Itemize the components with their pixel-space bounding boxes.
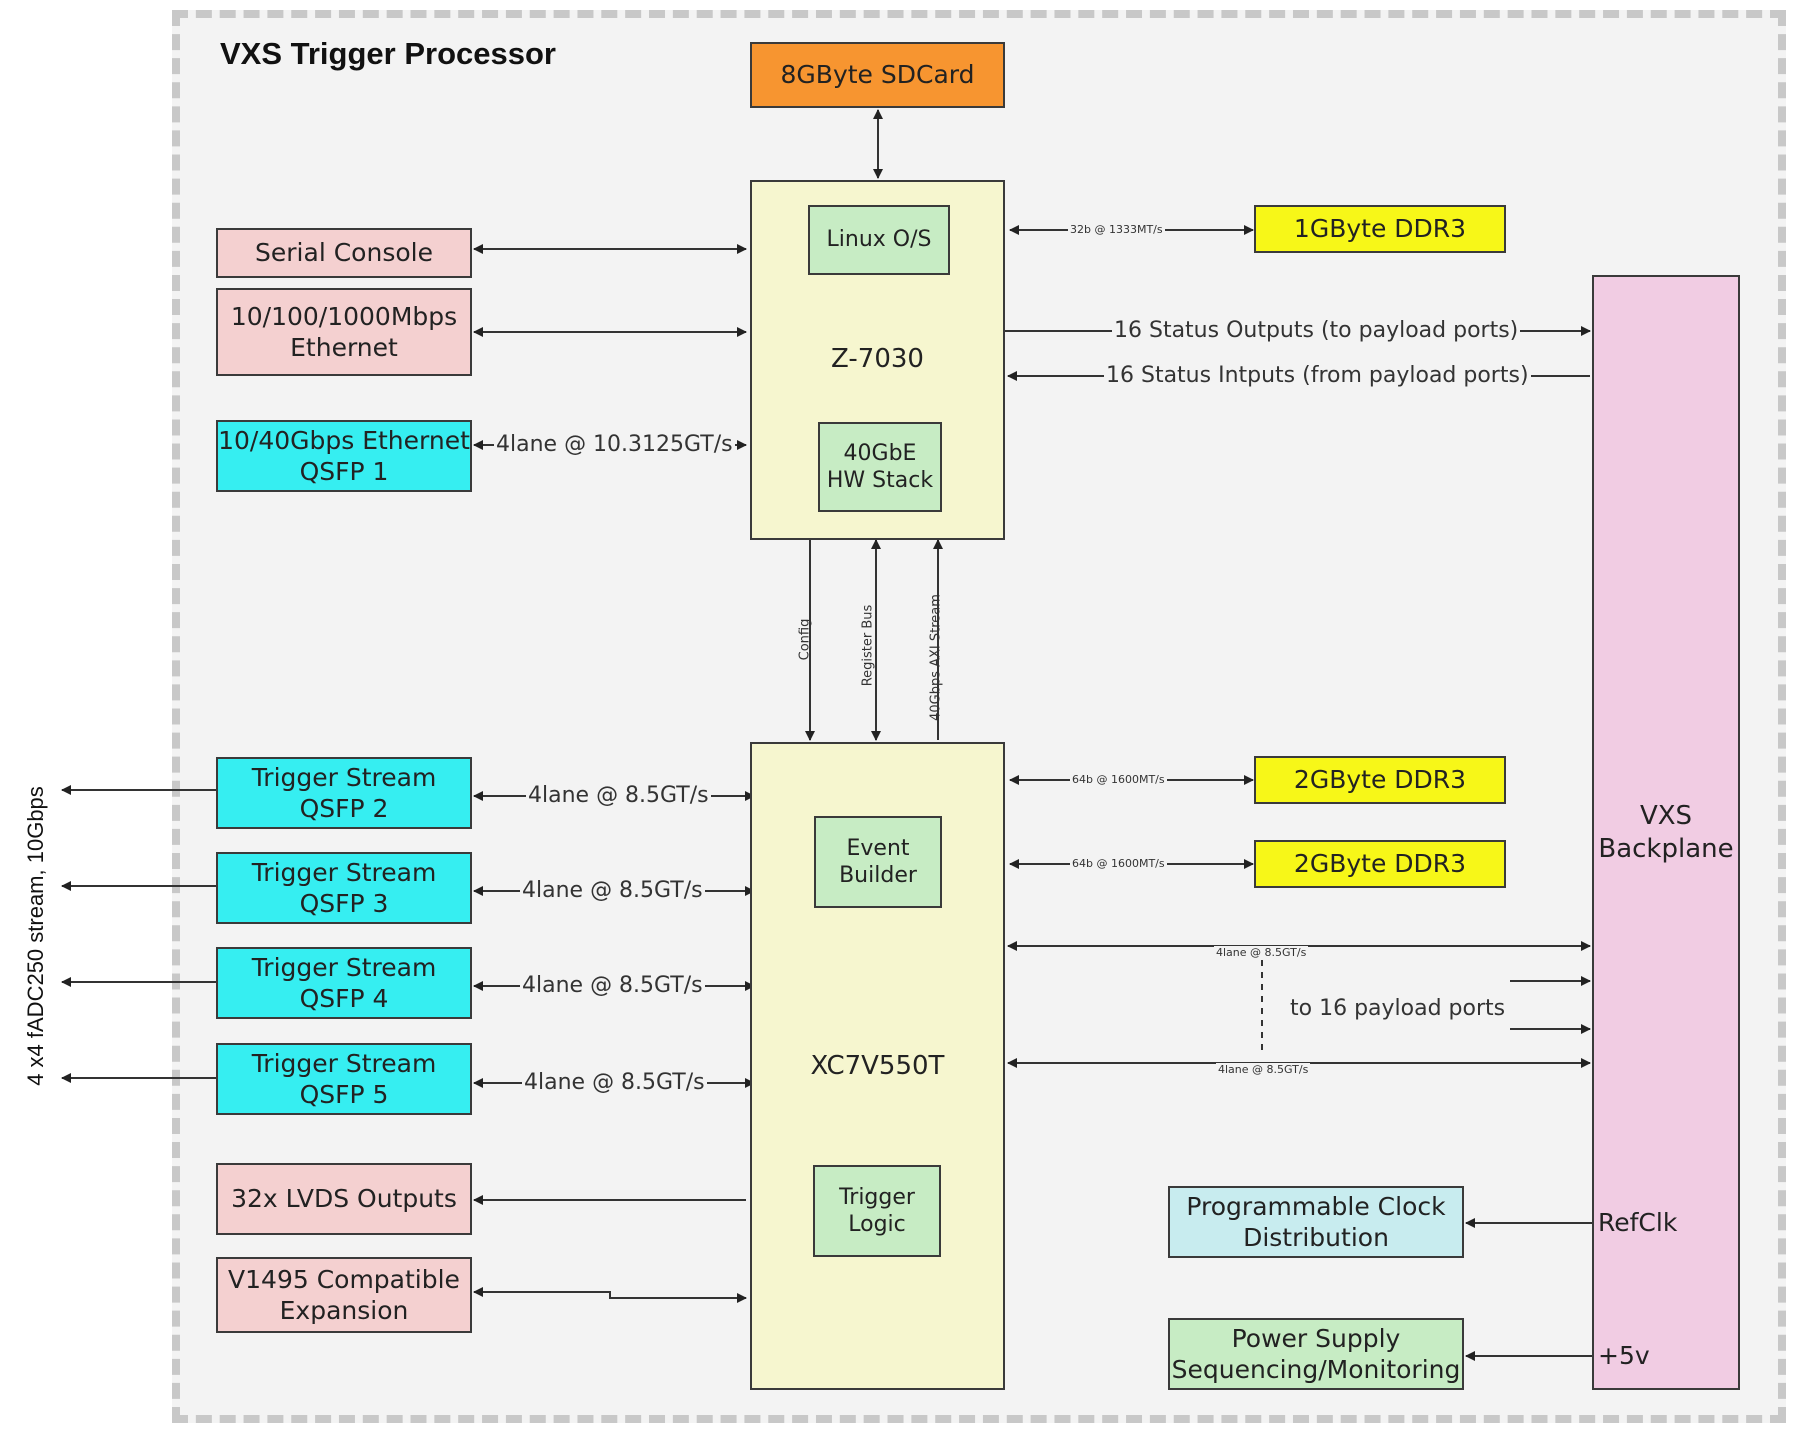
qsfp3-label: Trigger Stream QSFP 3	[251, 857, 437, 918]
hw-stack-label: 40GbE HW Stack	[826, 440, 934, 494]
event-builder-block: Event Builder	[814, 816, 942, 908]
ethernet-1g-label: 10/100/1000Mbps Ethernet	[230, 301, 458, 362]
qsfp1-link-label: 4lane @ 10.3125GT/s	[494, 432, 735, 457]
qsfp3-link-label: 4lane @ 8.5GT/s	[520, 878, 705, 903]
ddr3-2g-b-block: 2GByte DDR3	[1254, 840, 1506, 888]
qsfp2-block: Trigger Stream QSFP 2	[216, 757, 472, 829]
linux-block: Linux O/S	[808, 205, 950, 275]
diagram-title: VXS Trigger Processor	[220, 36, 556, 71]
trigger-logic-block: Trigger Logic	[813, 1165, 941, 1257]
v1495-link	[473, 1287, 747, 1303]
ddr3-2g-b-label: 2GByte DDR3	[1293, 849, 1467, 879]
ethernet-40g-block: 10/40Gbps Ethernet QSFP 1	[216, 420, 472, 492]
power-supply-block: Power Supply Sequencing/Monitoring	[1168, 1318, 1464, 1390]
qsfp2-link-label: 4lane @ 8.5GT/s	[526, 783, 711, 808]
ethernet-1g-block: 10/100/1000Mbps Ethernet	[216, 288, 472, 376]
axi-stream-label: 40Gbps AXI Stream	[928, 594, 944, 721]
payload-bottom-label: 4lane @ 8.5GT/s	[1216, 1063, 1311, 1076]
serial-console-block: Serial Console	[216, 228, 472, 278]
qsfp4-block: Trigger Stream QSFP 4	[216, 947, 472, 1019]
trigger-logic-label: Trigger Logic	[839, 1184, 915, 1238]
qsfp5-block: Trigger Stream QSFP 5	[216, 1043, 472, 1115]
ethernet-40g-label: 10/40Gbps Ethernet QSFP 1	[218, 425, 470, 486]
ddr3-2g-a-label: 2GByte DDR3	[1293, 765, 1467, 795]
ddr3-1g-label: 1GByte DDR3	[1293, 214, 1467, 244]
virtex-label: XC7V550T	[810, 1051, 945, 1081]
status-outputs-label: 16 Status Outputs (to payload ports)	[1112, 318, 1521, 343]
lvds-label: 32x LVDS Outputs	[231, 1184, 457, 1214]
payload-top-label: 4lane @ 8.5GT/s	[1214, 946, 1309, 959]
ddr3-1g-link-label: 32b @ 1333MT/s	[1068, 223, 1165, 236]
status-inputs-label: 16 Status Intputs (from payload ports)	[1104, 363, 1531, 388]
outer-streams-label: 4 x4 fADC250 stream, 10Gbps	[23, 786, 48, 1086]
refclk-label: RefClk	[1598, 1208, 1678, 1237]
ddr3-1g-block: 1GByte DDR3	[1254, 205, 1506, 253]
lvds-block: 32x LVDS Outputs	[216, 1163, 472, 1235]
linux-label: Linux O/S	[826, 227, 932, 253]
config-label: Config	[797, 618, 813, 661]
payload-ports-label: to 16 payload ports	[1288, 996, 1508, 1021]
qsfp3-block: Trigger Stream QSFP 3	[216, 852, 472, 924]
zynq-label: Z-7030	[831, 344, 924, 374]
event-builder-label: Event Builder	[839, 835, 917, 889]
v1495-block: V1495 Compatible Expansion	[216, 1257, 472, 1333]
v1495-label: V1495 Compatible Expansion	[228, 1264, 460, 1325]
qsfp2-label: Trigger Stream QSFP 2	[251, 762, 437, 823]
power-supply-label: Power Supply Sequencing/Monitoring	[1171, 1323, 1461, 1384]
serial-console-label: Serial Console	[255, 238, 433, 268]
clock-distribution-label: Programmable Clock Distribution	[1186, 1191, 1446, 1252]
qsfp4-label: Trigger Stream QSFP 4	[251, 952, 437, 1013]
qsfp5-label: Trigger Stream QSFP 5	[251, 1048, 437, 1109]
hw-stack-block: 40GbE HW Stack	[818, 422, 942, 512]
ddr3-2g-a-block: 2GByte DDR3	[1254, 756, 1506, 804]
ddr3-2g-b-link-label: 64b @ 1600MT/s	[1070, 857, 1167, 870]
vxs-backplane-block: VXS Backplane	[1592, 275, 1740, 1390]
vxs-backplane-label: VXS Backplane	[1598, 801, 1734, 864]
register-bus-label: Register Bus	[860, 604, 876, 687]
sdcard-block: 8GByte SDCard	[750, 42, 1005, 108]
qsfp4-link-label: 4lane @ 8.5GT/s	[520, 973, 705, 998]
clock-distribution-block: Programmable Clock Distribution	[1168, 1186, 1464, 1258]
qsfp5-link-label: 4lane @ 8.5GT/s	[522, 1070, 707, 1095]
ddr3-2g-a-link-label: 64b @ 1600MT/s	[1070, 773, 1167, 786]
sdcard-label: 8GByte SDCard	[780, 60, 975, 90]
plus5v-label: +5v	[1598, 1341, 1650, 1370]
